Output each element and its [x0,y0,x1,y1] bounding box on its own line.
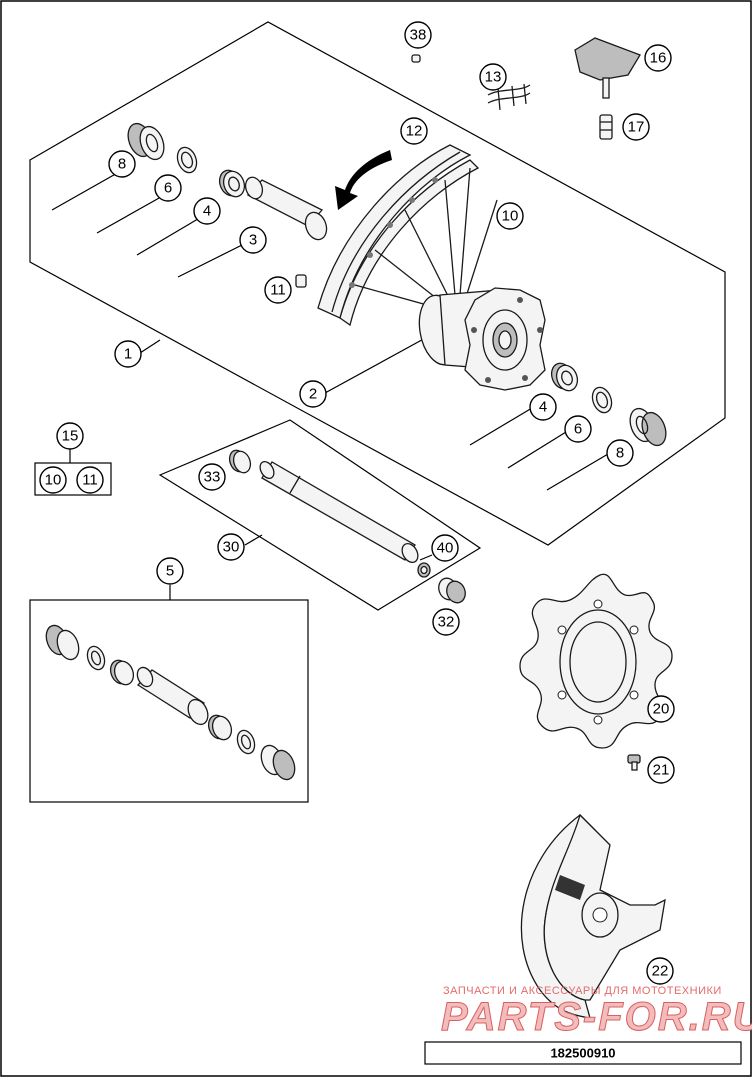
rotation-direction-arrow [335,150,392,210]
svg-text:15: 15 [62,428,79,445]
callout-8-right: 8 [606,439,634,467]
callout-38: 38 [404,21,432,49]
axle-spacer-33 [228,449,252,474]
leader-6b [507,431,567,469]
callout-6-left: 6 [154,174,182,202]
dust-seal-left [127,122,165,161]
callout-33: 33 [198,463,226,491]
callout-1: 1 [114,340,142,368]
watermark-brand: PARTS-FOR.RU [441,995,752,1039]
callout-10-spokes: 10 [496,202,524,230]
axle-assembly-outline [158,419,482,611]
wheel-rim [317,144,480,327]
leader-4b [469,407,533,446]
callout-13: 13 [479,63,507,91]
callout-2: 2 [299,380,327,408]
spacer-ring-left [176,146,198,174]
svg-text:8: 8 [616,445,624,462]
rim-tape [487,83,531,111]
svg-text:13: 13 [485,69,502,86]
svg-text:11: 11 [82,472,98,489]
svg-text:11: 11 [270,282,286,299]
axle-spacer-32 [438,577,466,604]
axle-nut-40 [417,562,431,578]
watermark-caption: ЗАПЧАСТИ И АКСЕССУАРЫ ДЛЯ МОТОТЕХНИКИ [443,985,722,997]
callout-17: 17 [622,113,650,141]
svg-text:20: 20 [653,701,670,718]
document-number-box [424,1041,742,1065]
wheel-hub [418,287,546,391]
svg-text:1: 1 [124,346,132,363]
svg-text:6: 6 [164,180,172,197]
leader-8b [546,453,609,491]
leader-6a [96,192,169,234]
callout-8-left: 8 [108,150,136,178]
svg-text:4: 4 [203,203,211,220]
bearing-right [550,362,579,392]
callout-22: 22 [646,957,674,985]
distance-sleeve [244,176,328,241]
dust-seal-right [629,407,667,447]
leader-2 [324,329,441,394]
leader-4a [136,212,209,256]
rim-lock [574,37,641,99]
leader-30 [244,534,263,546]
brake-disc [519,573,673,749]
leader-40 [419,554,433,561]
callout-11-nipple: 11 [264,276,292,304]
callout-12: 12 [400,117,428,145]
callout-20: 20 [647,695,675,723]
callout-11-kit: 11 [76,466,104,494]
svg-text:30: 30 [223,539,240,556]
callout-3: 3 [239,226,267,254]
callout-21: 21 [647,756,675,784]
svg-text:2: 2 [309,386,317,403]
kit-15-box [34,462,112,496]
svg-text:17: 17 [628,119,645,136]
svg-text:5: 5 [166,563,174,580]
svg-text:38: 38 [410,27,427,44]
svg-text:12: 12 [406,123,423,140]
svg-text:6: 6 [574,421,582,438]
repair-kit-5-box [29,599,309,803]
wheel-assembly-outline [29,21,726,546]
svg-text:10: 10 [45,472,62,489]
callout-4-left: 4 [193,197,221,225]
svg-text:10: 10 [502,208,519,225]
callout-4-right: 4 [529,393,557,421]
brake-disc-guard [520,813,666,1019]
callout-15: 15 [56,422,84,450]
callout-40: 40 [431,534,459,562]
valve-cap [411,54,421,63]
bearing-left [218,169,246,198]
callout-5: 5 [156,557,184,585]
svg-text:33: 33 [204,469,221,486]
disc-screw [627,754,641,771]
svg-text:16: 16 [650,50,667,67]
callout-10-kit: 10 [39,466,67,494]
document-number: 182500910 [550,1046,615,1061]
callout-6-right: 6 [564,415,592,443]
spoke-nipple [295,274,307,288]
repair-kit-parts [45,624,296,781]
svg-text:22: 22 [652,963,669,980]
callout-16: 16 [644,44,672,72]
svg-text:21: 21 [653,762,670,779]
svg-text:4: 4 [539,399,547,416]
leader-3 [177,239,253,278]
svg-text:8: 8 [118,156,126,173]
wheel-axle [259,460,419,563]
leader-1 [139,339,161,354]
callout-32: 32 [432,608,460,636]
valve-nut [599,114,613,140]
svg-text:40: 40 [437,540,454,557]
spacer-ring-right [591,386,613,414]
svg-text:32: 32 [438,614,455,631]
svg-text:3: 3 [249,232,257,249]
callout-30: 30 [217,533,245,561]
